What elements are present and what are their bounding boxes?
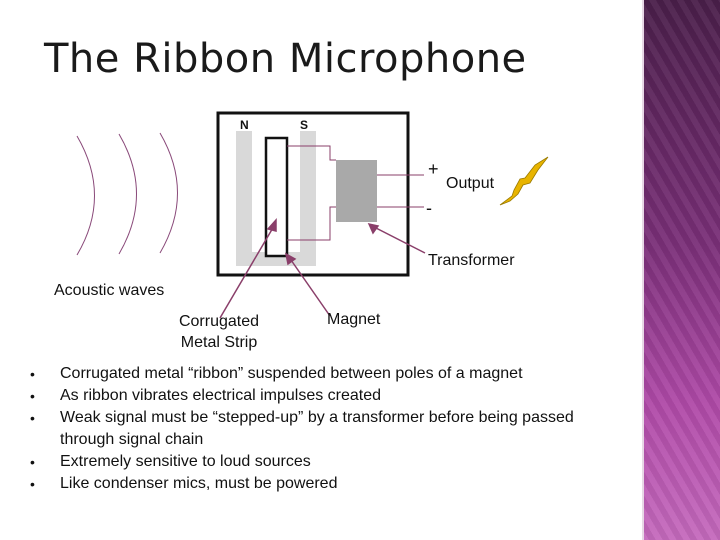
corrugated-strip-label-line2: Metal Strip <box>180 334 258 351</box>
strip-pointer-arrowhead <box>266 218 277 232</box>
transformer-pointer-line <box>373 226 426 254</box>
lightning-bolt-icon <box>499 156 549 206</box>
output-label: Output <box>446 175 495 192</box>
decorative-side-panel <box>642 0 720 540</box>
magnet-pointer-arrowhead <box>284 252 297 266</box>
bullet-list: Corrugated metal “ribbon” suspended betw… <box>30 363 630 495</box>
acoustic-waves <box>76 132 178 256</box>
bullet-item: Extremely sensitive to loud sources <box>30 451 630 473</box>
acoustic-waves-label: Acoustic waves <box>54 282 165 299</box>
transformer-block <box>336 160 377 222</box>
pole-south-label: S <box>300 118 309 132</box>
ribbon-wire-top <box>287 145 336 161</box>
ribbon-wire-bottom <box>287 206 336 241</box>
output-plus-sign: + <box>428 159 439 179</box>
label-pointers <box>219 218 426 319</box>
bullet-item: Weak signal must be “stepped-up” by a tr… <box>30 407 630 451</box>
slide-title: The Ribbon Microphone <box>44 36 527 82</box>
u-shaped-magnet <box>236 131 316 266</box>
strip-pointer-line <box>219 225 275 319</box>
corrugated-strip-label-line1: Corrugated <box>178 313 260 330</box>
ribbon-wires <box>287 145 336 241</box>
bullet-item: As ribbon vibrates electrical impulses c… <box>30 385 630 407</box>
corrugated-strip-label: Corrugated Metal Strip <box>166 311 272 353</box>
pole-north-label: N <box>240 118 249 132</box>
output-minus-sign: - <box>426 198 432 218</box>
acoustic-wave-3 <box>159 132 178 254</box>
transformer-label: Transformer <box>428 252 515 269</box>
acoustic-wave-1 <box>76 135 95 256</box>
magnet-pointer-line <box>290 259 331 317</box>
output-wires <box>377 174 424 208</box>
acoustic-wave-2 <box>118 133 137 255</box>
corrugated-ribbon <box>264 136 289 258</box>
bullet-item: Corrugated metal “ribbon” suspended betw… <box>30 363 630 385</box>
bullet-item: Like condenser mics, must be powered <box>30 473 630 495</box>
microphone-housing <box>216 111 410 277</box>
magnet-label: Magnet <box>327 311 381 328</box>
transformer-pointer-arrowhead <box>367 222 380 235</box>
